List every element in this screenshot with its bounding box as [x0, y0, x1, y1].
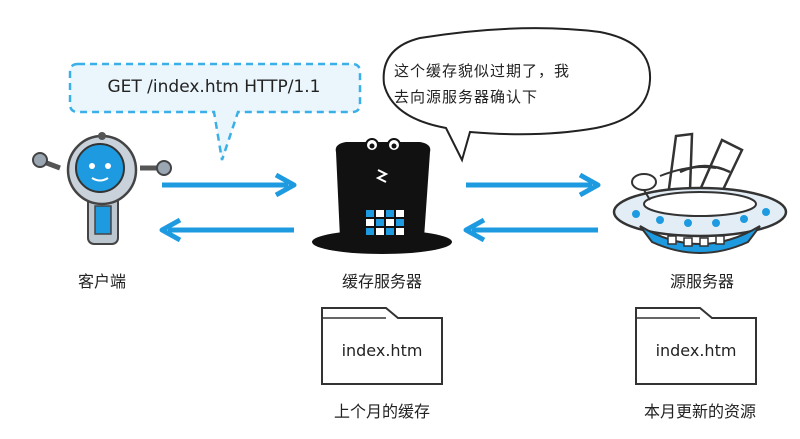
origin-server-label: 源服务器	[658, 268, 746, 292]
cache-document: index.htm	[322, 314, 442, 386]
cache-server-icon	[312, 139, 452, 254]
arrow-origin-to-cache	[466, 220, 598, 240]
speech-line-2: 去向源服务器确认下	[394, 84, 634, 110]
client-robot-icon	[33, 132, 171, 244]
arrow-cache-to-origin	[466, 175, 598, 195]
cache-document-filename: index.htm	[322, 314, 442, 386]
origin-document: index.htm	[636, 314, 756, 386]
origin-document-caption: 本月更新的资源	[628, 398, 772, 422]
speech-line-1: 这个缓存貌似过期了，我	[394, 58, 634, 84]
arrow-cache-to-client	[162, 220, 294, 240]
origin-document-filename: index.htm	[636, 314, 756, 386]
arrow-client-to-cache	[162, 175, 294, 195]
cache-server-label: 缓存服务器	[326, 268, 438, 292]
client-label: 客户端	[70, 268, 134, 292]
origin-server-icon	[614, 134, 786, 253]
cache-document-caption: 上个月的缓存	[318, 398, 446, 422]
request-line: GET /index.htm HTTP/1.1	[68, 62, 360, 112]
speech-text: 这个缓存貌似过期了，我 去向源服务器确认下	[394, 58, 634, 110]
